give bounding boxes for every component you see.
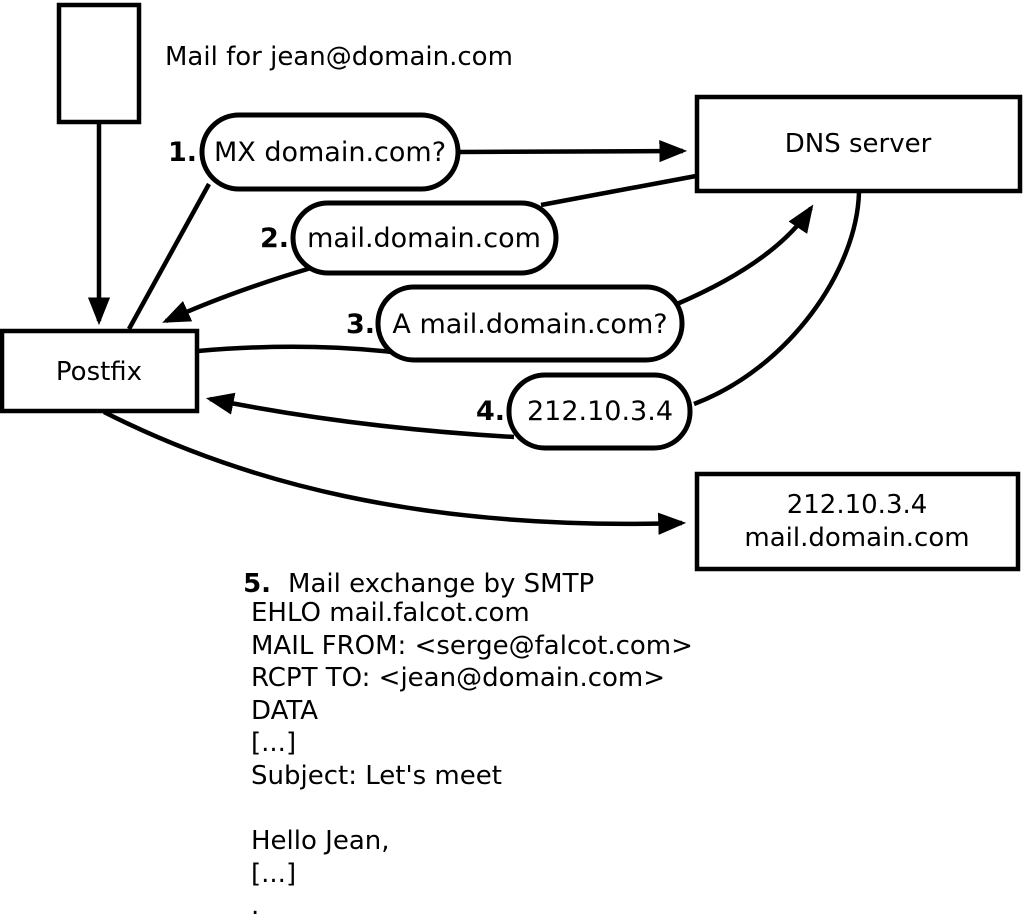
step3-query-pill <box>375 284 685 363</box>
step1-query-label: MX domain.com? <box>214 137 446 168</box>
step3-query-label: A mail.domain.com? <box>392 309 667 340</box>
step2-answer-pill <box>290 200 559 276</box>
smtp-session-text: EHLO mail.falcot.com MAIL FROM: <serge@f… <box>251 598 693 919</box>
mail-note: Mail for jean@domain.com <box>165 42 513 72</box>
arrow-step4-to-postfix <box>205 392 515 440</box>
step5-caption: 5. Mail exchange by SMTP <box>210 535 594 634</box>
step1-query-pill <box>199 112 461 192</box>
step4-answer-label: 212.10.3.4 <box>527 396 673 427</box>
arrow-step3-to-dns <box>676 204 814 307</box>
mail-server-node <box>694 471 1021 572</box>
dns-server-node-label: DNS server <box>785 129 932 159</box>
line-dns-to-step4 <box>693 191 862 407</box>
step1-number: 1. <box>168 137 197 168</box>
arrow-postfix-to-mailserver <box>102 409 687 535</box>
step2-number: 2. <box>260 223 289 254</box>
dns-server-node <box>694 94 1023 194</box>
line-postfix-to-step3 <box>197 344 393 355</box>
line-dns-to-step2 <box>540 173 697 208</box>
mail-message-icon <box>56 2 142 125</box>
step4-number: 4. <box>476 396 505 427</box>
arrow-step1-to-dns <box>458 139 688 163</box>
mail-server-hostname-label: mail.domain.com <box>744 523 969 553</box>
postfix-node-label: Postfix <box>56 357 142 387</box>
postfix-node <box>0 328 200 414</box>
step5-number: 5. <box>243 569 272 599</box>
arrow-step2-to-postfix <box>162 265 312 324</box>
step5-label: Mail exchange by SMTP <box>288 569 595 599</box>
step4-answer-pill <box>506 372 693 451</box>
line-postfix-to-step1 <box>127 182 211 331</box>
step3-number: 3. <box>346 309 375 340</box>
step2-answer-label: mail.domain.com <box>307 223 541 254</box>
mail-server-ip-label: 212.10.3.4 <box>787 490 928 520</box>
